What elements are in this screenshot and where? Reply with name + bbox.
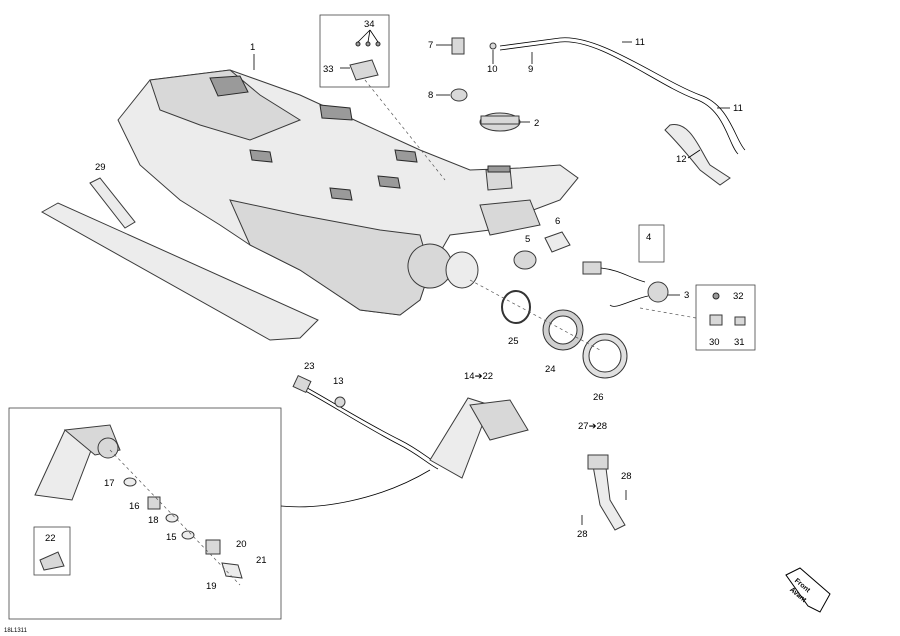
callout-22: 22 — [45, 533, 56, 544]
callout-1: 1 — [250, 42, 255, 53]
callout-31: 31 — [734, 337, 745, 348]
callout-32: 32 — [733, 291, 744, 302]
grommet — [450, 88, 468, 102]
callout-6: 6 — [555, 216, 560, 227]
fitting — [513, 250, 537, 270]
filler-cap — [479, 112, 521, 132]
callout-2: 2 — [534, 118, 539, 129]
callout-14: 14➔22 — [464, 371, 493, 382]
callout-11a: 11 — [635, 37, 645, 48]
callout-10: 10 — [487, 64, 498, 75]
callout-7: 7 — [428, 40, 433, 51]
callout-20: 20 — [236, 539, 247, 550]
clamp — [582, 333, 628, 379]
callout-11b: 11 — [733, 103, 743, 114]
callout-15: 15 — [166, 532, 177, 543]
tank-pads — [40, 177, 319, 341]
callout-4: 4 — [646, 232, 651, 243]
callout-26: 26 — [593, 392, 604, 403]
vent-valve — [451, 37, 497, 55]
fuel-pump-assembly — [429, 397, 529, 479]
lock-ring — [542, 309, 584, 351]
fuel-tank — [117, 69, 579, 316]
callout-19: 19 — [206, 581, 217, 592]
outlet-hose — [587, 454, 626, 531]
callout-25: 25 — [508, 336, 519, 347]
gasket — [544, 231, 571, 253]
detail-box-22 — [33, 526, 71, 576]
fuel-line — [292, 374, 441, 470]
callout-5: 5 — [525, 234, 530, 245]
detail-box-4 — [638, 224, 665, 263]
vent-hose — [499, 37, 746, 186]
callout-28a: 28 — [621, 471, 632, 482]
detail-box-33-34 — [319, 14, 390, 88]
callout-13: 13 — [333, 376, 344, 387]
callout-30: 30 — [709, 337, 720, 348]
o-ring — [501, 290, 531, 324]
callout-21: 21 — [256, 555, 267, 566]
callout-9: 9 — [528, 64, 533, 75]
callout-3: 3 — [684, 290, 689, 301]
callout-18: 18 — [148, 515, 159, 526]
detail-box-30-32 — [695, 284, 756, 351]
front-arrow-badge: Front Avant — [785, 567, 831, 613]
callout-16: 16 — [129, 501, 140, 512]
callout-24: 24 — [545, 364, 556, 375]
detail-box-15-22 — [8, 407, 282, 620]
callout-17: 17 — [104, 478, 115, 489]
callout-23: 23 — [304, 361, 315, 372]
sensor — [582, 261, 669, 307]
callout-27: 27➔28 — [578, 421, 607, 432]
callout-28b: 28 — [577, 529, 588, 540]
callout-34: 34 — [364, 19, 375, 30]
callout-29: 29 — [95, 162, 106, 173]
callout-12: 12 — [676, 154, 687, 165]
callout-33: 33 — [323, 64, 334, 75]
diagram-id: 18L1311 — [4, 628, 28, 634]
callout-8: 8 — [428, 90, 433, 101]
pump-detail — [34, 424, 121, 501]
